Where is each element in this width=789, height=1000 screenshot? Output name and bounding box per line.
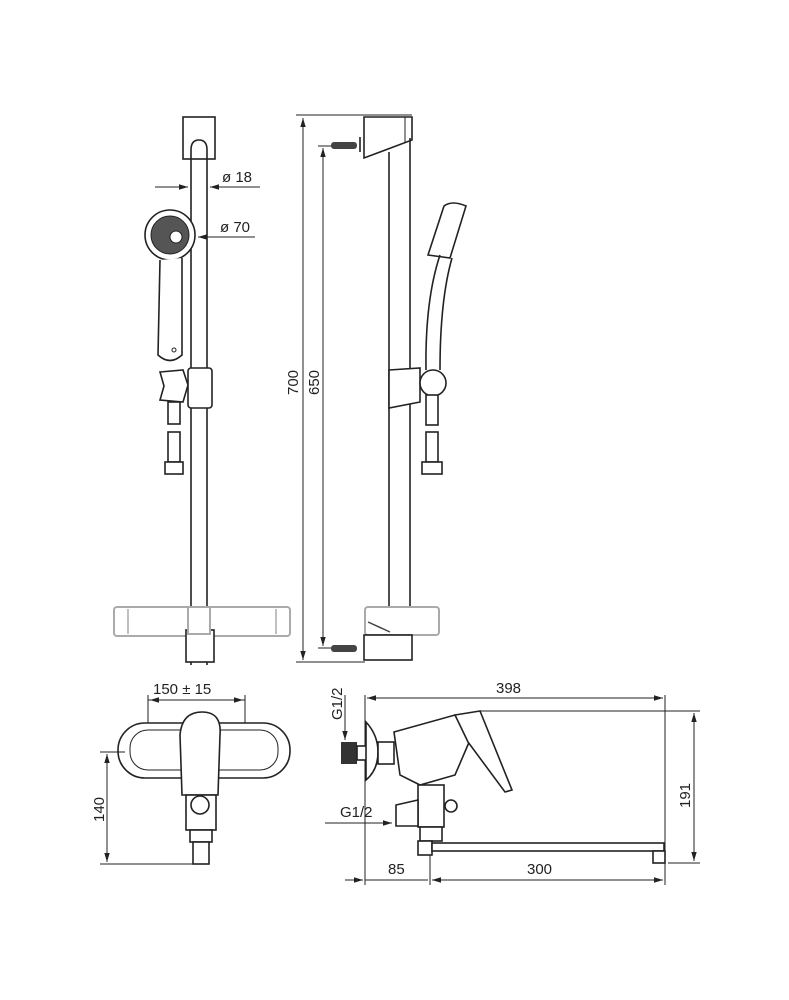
fixing-distance-label: 650 — [306, 370, 323, 395]
mixer-lever-side — [453, 710, 514, 793]
hose-curve — [425, 254, 441, 371]
head-diameter-label: ø 70 — [220, 219, 250, 236]
side-bottom-bracket — [363, 634, 413, 661]
mixer-lever-front — [179, 711, 221, 796]
side-hose-end — [425, 394, 439, 426]
diverter-column — [417, 784, 445, 828]
mixer-side-view: 398 G1/2 G1/2 191 85 300 — [325, 680, 700, 885]
spout — [431, 842, 665, 852]
side-soap-tray — [364, 606, 440, 636]
spout-tip — [652, 850, 666, 864]
side-shower-head — [426, 202, 467, 259]
total-height-label: 191 — [677, 783, 694, 808]
slider — [187, 367, 213, 409]
side-top-bracket — [363, 116, 413, 160]
side-inlet-thread-label: G1/2 — [340, 804, 373, 821]
side-inlet-elbow — [395, 798, 419, 827]
outlet-front — [192, 841, 210, 865]
diverter-button — [444, 799, 458, 813]
inlet-connector — [341, 742, 357, 764]
shower-rail-side-view: 700 650 — [285, 114, 467, 663]
hose-fitting — [167, 431, 181, 463]
wall-screw-top — [331, 142, 357, 149]
handle-holder — [158, 369, 189, 403]
bar-diameter-label: ø 18 — [222, 169, 252, 186]
mixer-height-label: 140 — [91, 797, 108, 822]
shower-handle — [157, 258, 183, 362]
rail-bar — [190, 139, 208, 665]
spout-joint — [417, 840, 433, 856]
wall-flange — [365, 719, 379, 782]
wall-screw-bottom — [331, 645, 357, 652]
inlet-spacing-label: 150 ± 15 — [153, 681, 211, 698]
mixer-side-body — [393, 714, 471, 786]
top-inlet-thread-label: G1/2 — [329, 687, 346, 720]
rail-height-label: 700 — [285, 370, 302, 395]
hose-end — [167, 401, 181, 425]
wall-to-spout-label: 85 — [388, 861, 405, 878]
side-slider — [388, 367, 421, 409]
spout-length-label: 300 — [527, 861, 552, 878]
diverter-knob — [190, 795, 210, 815]
shower-rail-front-view: ø 18 ø 70 — [113, 116, 291, 665]
holder-knob — [419, 369, 447, 397]
mixer-front-view: 150 ± 15 140 — [91, 681, 291, 865]
tray-clip — [187, 606, 211, 635]
top-wall-bracket — [182, 116, 216, 160]
total-projection-label: 398 — [496, 680, 521, 697]
